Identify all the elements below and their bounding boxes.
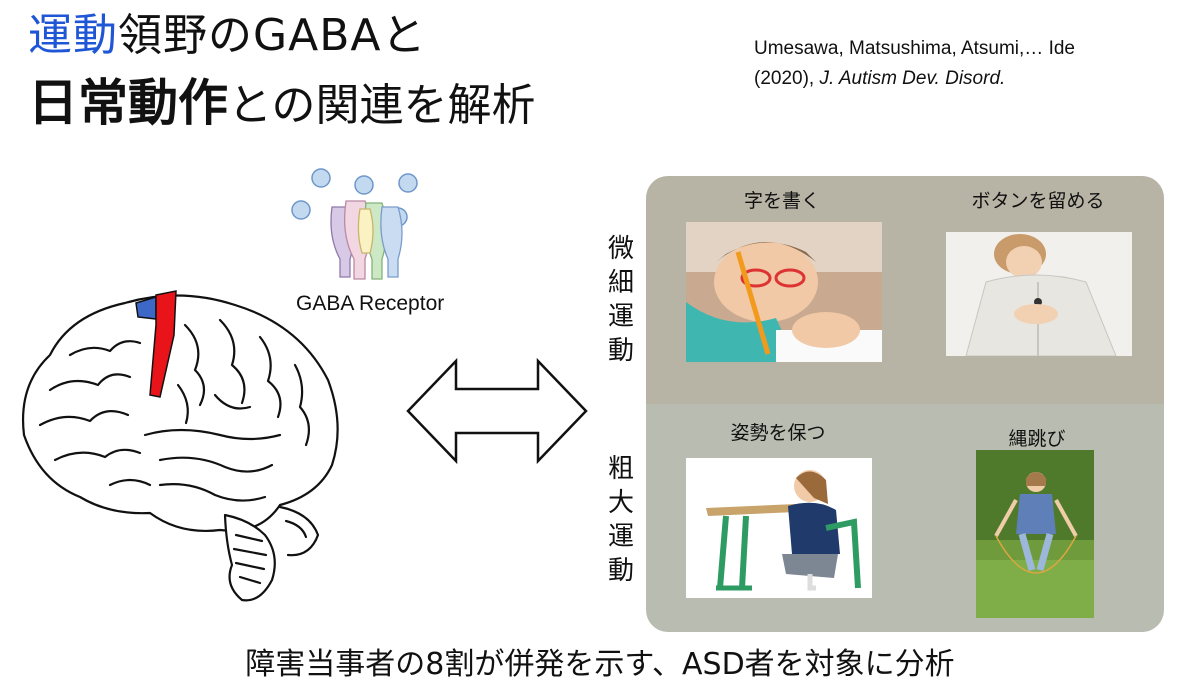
bidirectional-arrow <box>404 355 590 467</box>
citation-source: (2020), J. Autism Dev. Disord. <box>754 64 1075 94</box>
caption-jump-rope: 縄跳び <box>1008 428 1066 450</box>
bottom-summary: 障害当事者の8割が併発を示す、ASD者を対象に分析 <box>245 647 955 682</box>
citation-authors: Umesawa, Matsushima, Atsumi,… Ide <box>754 38 1075 59</box>
caption-writing: 字を書く <box>743 190 820 212</box>
citation: Umesawa, Matsushima, Atsumi,… Ide (2020)… <box>754 34 1075 94</box>
title-bold-term: 日常動作 <box>28 74 228 132</box>
photo-posture <box>686 458 872 598</box>
fine-motor-label: 微細運動 <box>607 234 634 366</box>
citation-journal: J. Autism Dev. Disord. <box>819 68 1006 89</box>
title-line1-rest: 領野のGABAと <box>118 10 427 61</box>
citation-year: (2020), <box>754 68 820 89</box>
photo-jump-rope <box>976 450 1094 618</box>
gaba-receptor-illustration <box>286 163 436 293</box>
gross-motor-label: 粗大運動 <box>607 454 634 586</box>
brain-icon <box>22 290 339 602</box>
slide-title-line1: 運動領野のGABAと <box>28 8 426 64</box>
photo-writing <box>686 222 882 362</box>
gaba-receptor-label: GABA Receptor <box>296 292 445 315</box>
gaba-receptor-icon <box>291 168 418 280</box>
caption-buttoning: ボタンを留める <box>971 190 1105 212</box>
title-line2-rest: との関連を解析 <box>228 80 536 131</box>
title-highlight: 運動 <box>28 10 118 61</box>
brain-illustration <box>10 285 350 610</box>
double-arrow-icon <box>406 357 588 465</box>
photo-buttoning <box>946 232 1132 356</box>
slide-title-line2: 日常動作との関連を解析 <box>28 70 536 148</box>
caption-posture: 姿勢を保つ <box>730 422 826 444</box>
